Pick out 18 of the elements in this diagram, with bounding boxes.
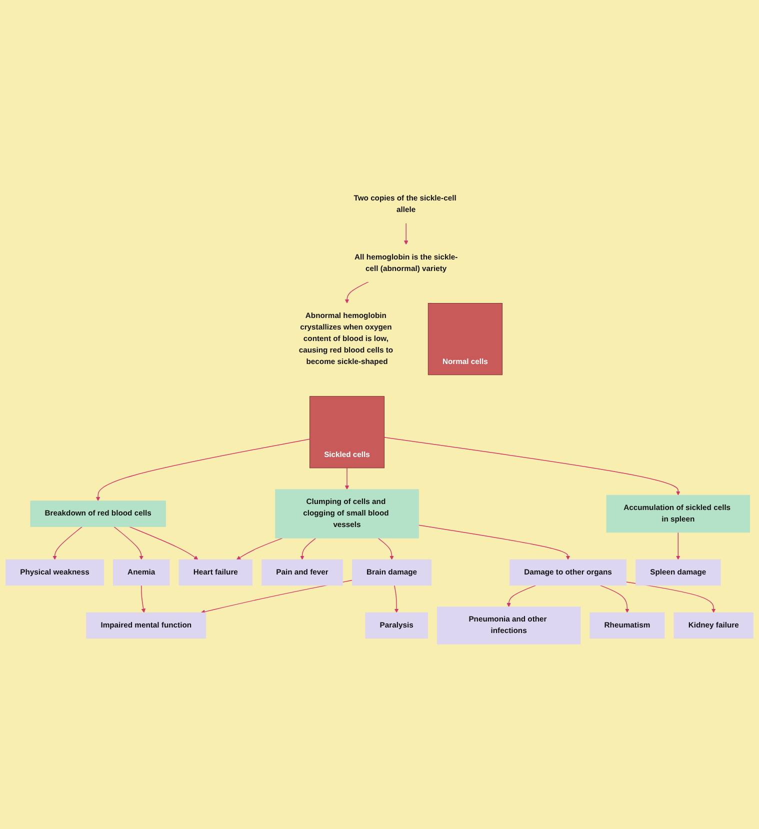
arrow [344, 280, 369, 303]
arrow [52, 526, 82, 560]
arrow [378, 537, 394, 560]
arrow [418, 524, 570, 560]
arrow [404, 222, 408, 244]
arrow [676, 532, 680, 560]
arrow [384, 436, 680, 495]
arrow [344, 467, 350, 490]
arrow [141, 584, 146, 612]
arrow [129, 526, 198, 560]
arrow [200, 579, 353, 614]
arrow [394, 584, 399, 612]
arrow [96, 438, 310, 501]
arrow [114, 526, 144, 560]
arrow [236, 537, 283, 560]
arrow [600, 584, 630, 612]
arrow [506, 584, 536, 607]
arrow [300, 537, 316, 560]
